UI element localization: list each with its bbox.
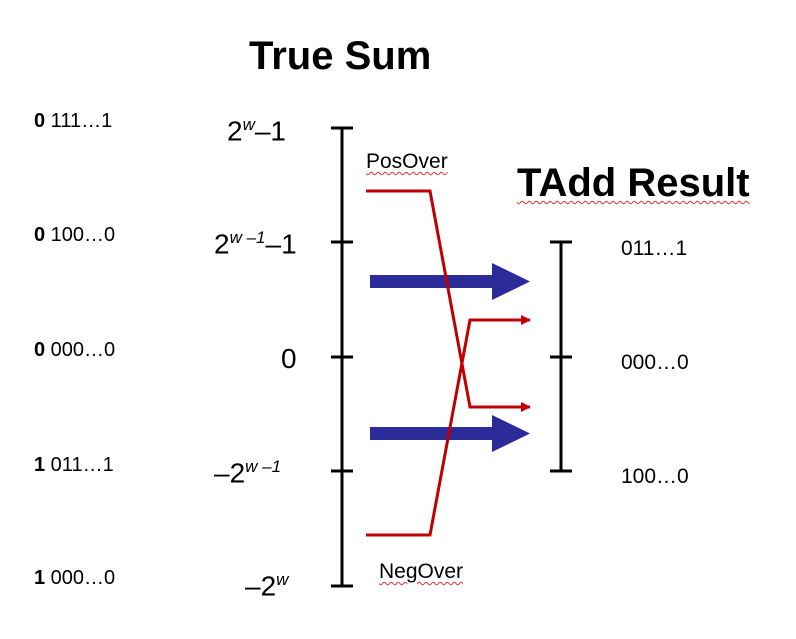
true-sum-axis (331, 126, 353, 588)
binary-rest: 000…0 (45, 339, 116, 361)
tadd-result-title: TAdd Result (517, 161, 750, 206)
binary-rest: 111…1 (45, 110, 113, 132)
positive-arrow (370, 263, 530, 300)
pos-over-label: PosOver (366, 150, 448, 173)
result-axis (550, 240, 572, 473)
tick-exponent: w –1 (245, 457, 282, 476)
true-tick-label: –2w –1 (214, 457, 281, 489)
result-tick-label: 011…1 (621, 237, 688, 260)
tick-base: 2 (227, 115, 243, 147)
binary-rest: 000…0 (45, 567, 116, 589)
negative-arrow (370, 415, 530, 452)
binary-label: 1 011…1 (34, 454, 114, 477)
binary-sign: 1 (34, 454, 46, 476)
result-tick-label: 000…0 (621, 351, 689, 374)
tick-base: –2 (245, 570, 277, 602)
tick-base: 2 (214, 228, 230, 260)
tick-base: –2 (214, 457, 246, 489)
true-sum-title: True Sum (249, 34, 432, 78)
true-tick-label: –2w (245, 570, 288, 602)
binary-rest: 011…1 (45, 454, 114, 476)
result-tick-label: 100…0 (621, 465, 689, 488)
binary-label: 0 000…0 (34, 339, 115, 362)
tick-exponent: w (276, 570, 289, 589)
binary-label: 0 100…0 (34, 224, 115, 247)
true-tick-label: 2w –1–1 (214, 228, 297, 260)
binary-label: 1 000…0 (34, 567, 115, 590)
binary-sign: 1 (34, 567, 46, 589)
tick-exponent: w –1 (229, 228, 266, 247)
binary-sign: 0 (34, 110, 46, 132)
neg-over-label: NegOver (379, 560, 464, 583)
binary-sign: 0 (34, 224, 46, 246)
binary-label: 0 111…1 (34, 110, 112, 133)
binary-rest: 100…0 (45, 224, 116, 246)
tick-tail: –1 (265, 228, 297, 260)
tadd-result-title-text: TAdd Result (517, 161, 750, 205)
tick-exponent: w (242, 115, 255, 134)
tick-base: 0 (281, 343, 297, 374)
true-tick-label: 2w–1 (227, 115, 286, 147)
tick-tail: –1 (254, 115, 287, 147)
binary-sign: 0 (34, 339, 46, 361)
true-tick-label: 0 (281, 343, 297, 375)
neg-over-mapping-line (366, 315, 531, 537)
pos-over-mapping-line (366, 189, 531, 412)
